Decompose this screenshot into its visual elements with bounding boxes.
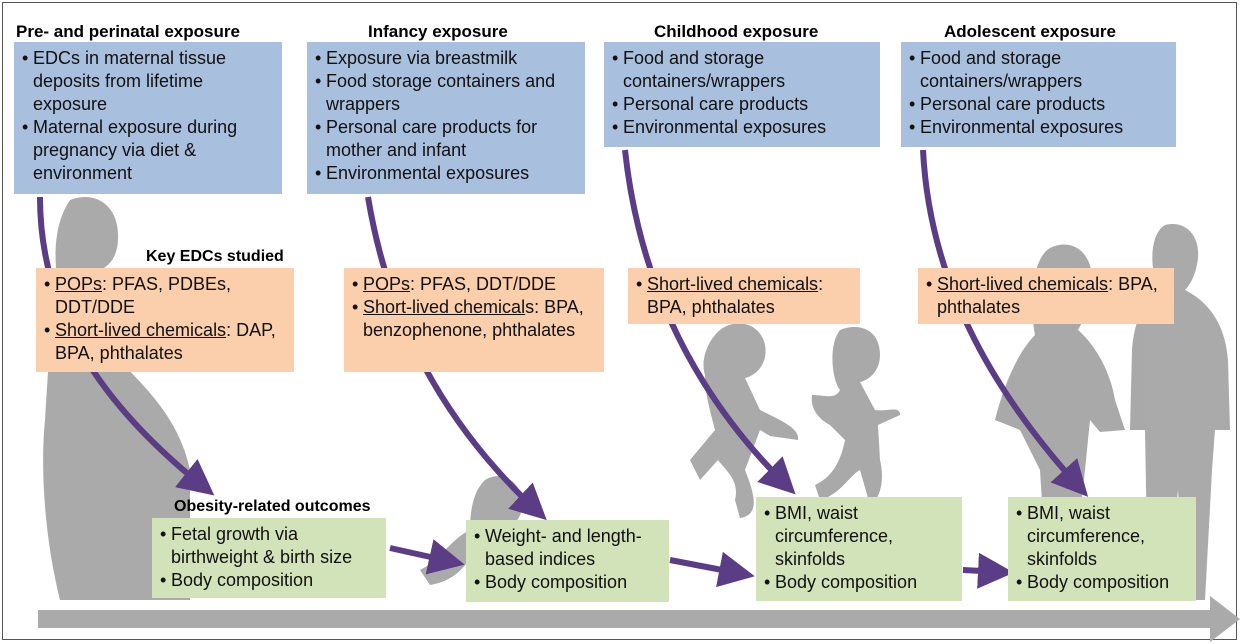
chemical-item: Short-lived chemicals: BPA, phthalates [636,273,852,319]
chemical-item: Short-lived chemicals: DAP, BPA, phthala… [44,319,286,365]
chemical-detail: : PFAS, DDT/DDE [410,274,557,294]
source-item: Environmental exposures [315,162,577,185]
chemical-term: POPs [363,274,411,294]
running-boy-silhouette [690,323,799,518]
outcome-item: Body composition [160,569,378,592]
source-item: Maternal exposure during pregnancy via d… [22,116,274,185]
exposure-arrow-childhood [622,149,796,495]
chemical-detail: : DAP, BPA, phthalates [55,320,276,363]
chemical-item: POPs: PFAS, PDBEs, DDT/DDE [44,273,286,319]
sources-box-infancy: Exposure via breastmilk Food storage con… [307,42,585,194]
teen-girl-silhouette [995,244,1125,601]
sources-box-adolescent: Food and storage containers/wrappers Per… [901,42,1176,147]
chemical-item: Short-lived chemicals: BPA, benzophenone… [352,296,596,342]
sources-box-prenatal: EDCs in maternal tissue deposits from li… [14,42,282,194]
source-item: Food and storage containers/wrappers [909,47,1168,93]
source-item: Food storage containers and wrappers [315,70,577,116]
chemical-term: Short-lived chemicals [937,274,1109,294]
source-item: Personal care products for mother and in… [315,116,577,162]
exposure-arrow-adolescent [920,149,1089,497]
outcomes-label: Obesity-related outcomes [174,498,371,515]
chemicals-box-prenatal: POPs: PFAS, PDBEs, DDT/DDE Short-lived c… [36,268,294,372]
stage-title-adolescent: Adolescent exposure [944,22,1116,41]
outcome-arrow-1-2 [389,539,465,575]
source-item: Environmental exposures [909,116,1168,139]
running-girl-silhouette [811,327,900,505]
chemical-detail: : PFAS, PDBEs, DDT/DDE [55,274,232,317]
chemical-detail: : BPA, phthalates [937,274,1158,317]
chemical-item: POPs: PFAS, DDT/DDE [352,273,596,296]
chemical-term: Short-lived chemicals [647,274,819,294]
chemical-item: Short-lived chemicals: BPA, phthalates [926,273,1166,319]
key-edcs-label: Key EDCs studied [146,248,284,265]
outcome-item: Body composition [764,571,954,594]
source-item: Exposure via breastmilk [315,47,577,70]
timeline-arrow [38,596,1240,642]
source-item: Environmental exposures [612,116,872,139]
chemicals-box-infancy: POPs: PFAS, DDT/DDE Short-lived chemical… [344,268,604,372]
chemical-detail: : BPA, phthalates [647,274,824,317]
exposure-arrow-infancy [365,196,547,521]
outcome-item: Body composition [474,571,661,594]
outcomes-box-childhood: BMI, waist circumference, skinfolds Body… [756,497,962,601]
stage-title-prenatal: Pre- and perinatal exposure [16,22,240,41]
outcome-item: Fetal growth via birthweight & birth siz… [160,523,378,569]
outcomes-box-adolescent: BMI, waist circumference, skinfolds Body… [1008,497,1196,601]
chemical-term: Short-lived chemicals [55,320,227,340]
outcomes-box-infancy: Weight- and length-based indices Body co… [466,520,669,602]
source-item: EDCs in maternal tissue deposits from li… [22,47,274,116]
source-item: Personal care products [909,93,1168,116]
chemical-detail: s: BPA, benzophenone, phthalates [363,297,584,340]
source-item: Personal care products [612,93,872,116]
sources-box-childhood: Food and storage containers/wrappers Per… [604,42,880,147]
outcome-item: Weight- and length-based indices [474,525,661,571]
chemicals-box-adolescent: Short-lived chemicals: BPA, phthalates [918,268,1174,324]
outcome-arrow-3-4 [962,552,1014,589]
outcomes-box-prenatal: Fetal growth via birthweight & birth siz… [152,518,386,598]
chemical-term: Short-lived chemical [363,297,526,317]
outcome-item: Body composition [1016,571,1188,594]
chemical-term: POPs [55,274,103,294]
stage-title-infancy: Infancy exposure [368,22,508,41]
source-item: Food and storage containers/wrappers [612,47,872,93]
outcome-item: BMI, waist circumference, skinfolds [764,502,954,571]
outcome-item: BMI, waist circumference, skinfolds [1016,502,1188,571]
stage-title-childhood: Childhood exposure [654,22,819,41]
chemicals-box-childhood: Short-lived chemicals: BPA, phthalates [628,268,860,324]
outcome-arrow-2-3 [669,551,755,588]
